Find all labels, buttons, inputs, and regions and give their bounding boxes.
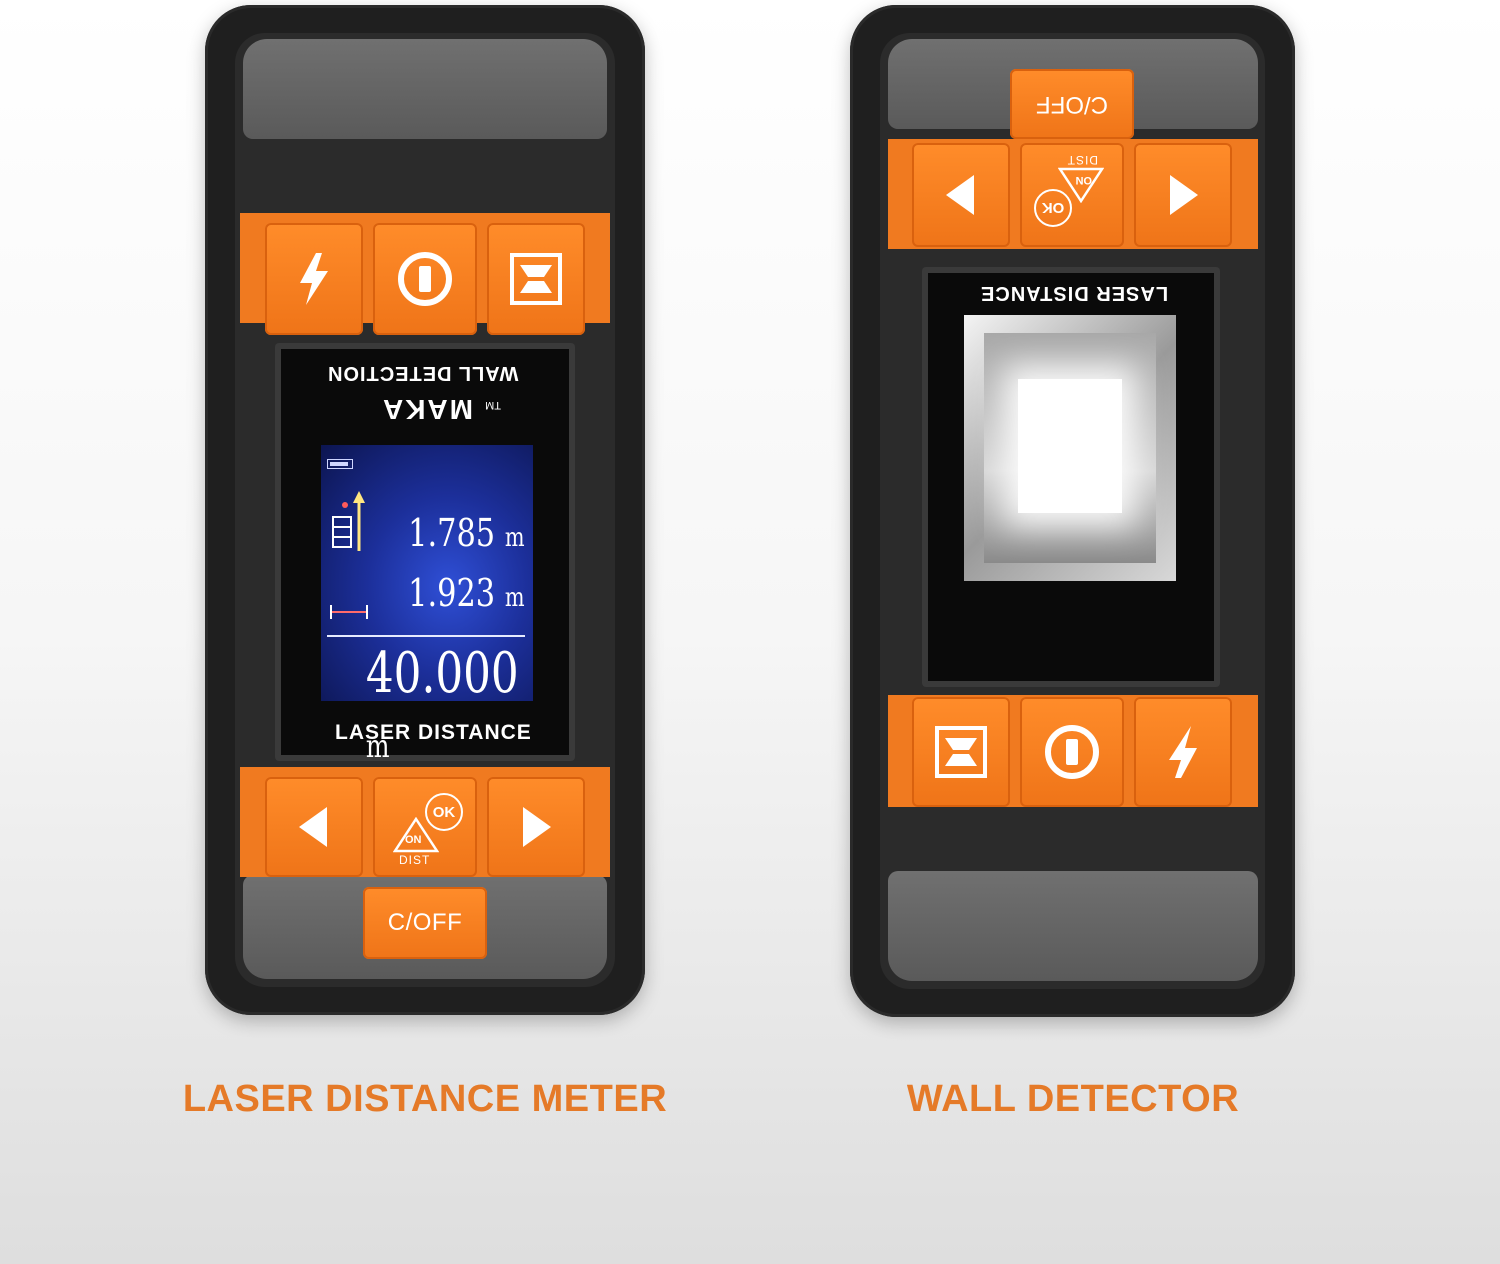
sensor-window: LASER DISTANCE	[928, 273, 1214, 681]
right-arrow-icon	[1170, 175, 1198, 215]
mode-icon	[935, 726, 987, 778]
display-screen: WALL DETECTION MAKA TM 1.785 m 1.923	[281, 349, 569, 765]
lcd-display: 1.785 m 1.923 m 40.000 m	[321, 445, 533, 765]
right-arrow-button[interactable]	[1134, 143, 1232, 247]
brand-trademark: TM	[485, 399, 501, 411]
main-reading: 40.000 m	[366, 641, 525, 771]
left-caption: LASER DISTANCE METER	[182, 1078, 668, 1120]
sensor-light-core	[1018, 379, 1122, 513]
main-reading-value: 40.000	[365, 641, 519, 706]
reading-2-unit: m	[505, 583, 525, 613]
reading-1: 1.785 m	[409, 511, 525, 555]
screen-header-label: LASER DISTANCE	[980, 282, 1169, 304]
ok-badge: OK	[425, 793, 463, 831]
brand-name: MAKA	[381, 394, 473, 425]
reading-1-unit: m	[505, 523, 525, 553]
right-caption: WALL DETECTOR	[906, 1078, 1240, 1120]
mode-button[interactable]	[487, 223, 585, 335]
on-label: ON	[1075, 174, 1093, 186]
top-grey-panel	[243, 39, 607, 139]
on-label: ON	[405, 834, 422, 846]
dist-label: DIST	[1066, 153, 1098, 167]
measure-mode-icon	[332, 491, 365, 551]
cancel-off-label: C/OFF	[1036, 91, 1108, 118]
reading-2: 1.923 m	[409, 571, 525, 615]
laser-distance-meter-device: WALL DETECTION MAKA TM 1.785 m 1.923	[205, 5, 645, 1015]
bottom-grey-panel	[888, 871, 1258, 981]
cancel-off-label: C/OFF	[387, 909, 463, 936]
dist-label: DIST	[399, 853, 431, 867]
cancel-off-button[interactable]: C/OFF	[363, 887, 487, 959]
ok-dist-label-group: OK ON DIST	[1020, 143, 1124, 247]
reading-1-value: 1.785	[408, 511, 496, 555]
mode-icon	[510, 253, 562, 305]
lightning-button[interactable]	[265, 223, 363, 335]
cancel-off-button[interactable]: C/OFF	[1010, 69, 1134, 139]
lightning-icon	[1169, 726, 1197, 778]
lcd-divider	[327, 635, 525, 637]
right-arrow-icon	[523, 807, 551, 847]
dist-triangle-icon	[393, 817, 439, 853]
brand-logo: MAKA TM	[341, 394, 501, 425]
left-arrow-icon	[946, 175, 974, 215]
lightning-button[interactable]	[1134, 697, 1232, 807]
mode-button[interactable]	[912, 697, 1010, 807]
ok-label: OK	[432, 803, 456, 821]
power-button[interactable]	[1020, 697, 1124, 807]
main-reading-unit: m	[365, 727, 390, 765]
wall-detector-device: C/OFF OK ON DIST LASER DISTANCE	[850, 5, 1295, 1017]
screen-header-label: WALL DETECTION	[327, 362, 519, 384]
power-icon	[398, 252, 452, 306]
left-arrow-icon	[299, 807, 327, 847]
reading-2-value: 1.923	[408, 571, 496, 615]
left-arrow-button[interactable]	[912, 143, 1010, 247]
battery-icon	[327, 459, 353, 469]
screen-footer-label: LASER DISTANCE	[335, 721, 532, 744]
length-ruler-icon	[330, 605, 368, 619]
left-arrow-button[interactable]	[265, 777, 363, 877]
dist-triangle-icon	[1058, 167, 1104, 203]
ok-dist-button[interactable]: OK ON DIST	[373, 777, 477, 877]
lightning-icon	[300, 253, 328, 305]
power-icon	[1045, 725, 1099, 779]
ok-dist-button[interactable]: OK ON DIST	[1020, 143, 1124, 247]
sensor-light-outer	[964, 315, 1176, 581]
power-button[interactable]	[373, 223, 477, 335]
right-arrow-button[interactable]	[487, 777, 585, 877]
